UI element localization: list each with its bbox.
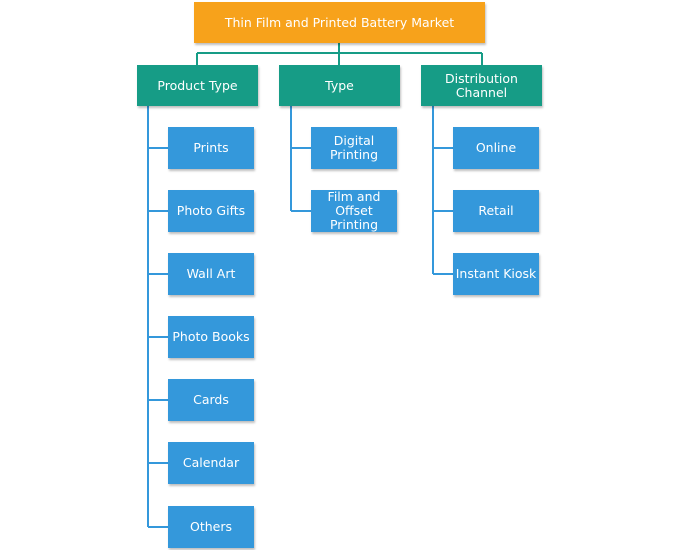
leaf-label: Digital Printing	[329, 133, 379, 162]
leaf-label: Retail	[478, 203, 514, 218]
leaf-label: Wall Art	[186, 266, 236, 281]
type-connector	[290, 106, 311, 212]
category-distribution-channel: Distribution Channel	[421, 65, 542, 106]
leaf-online: Online	[453, 127, 539, 169]
root-node: Thin Film and Printed Battery Market	[194, 2, 485, 43]
leaf-label: Photo Gifts	[176, 203, 246, 218]
leaf-label: Online	[475, 140, 517, 155]
leaf-label: Photo Books	[172, 329, 250, 344]
leaf-others: Others	[168, 506, 254, 548]
category-label: Product Type	[157, 77, 238, 93]
category-type: Type	[279, 65, 400, 106]
leaf-label: Calendar	[182, 455, 240, 470]
leaf-label: Cards	[193, 392, 229, 407]
leaf-instant-kiosk: Instant Kiosk	[453, 253, 539, 295]
leaf-film-offset-printing: Film and Offset Printing	[311, 190, 397, 232]
leaf-label: Others	[189, 519, 232, 534]
leaf-calendar: Calendar	[168, 442, 254, 484]
root-connector	[196, 43, 483, 65]
leaf-label: Film and Offset Printing	[327, 189, 381, 232]
category-label: Distribution Channel	[445, 70, 518, 100]
leaf-wall-art: Wall Art	[168, 253, 254, 295]
root-label: Thin Film and Printed Battery Market	[224, 14, 455, 30]
leaf-photo-books: Photo Books	[168, 316, 254, 358]
leaf-digital-printing: Digital Printing	[311, 127, 397, 169]
leaf-label: Prints	[193, 140, 229, 155]
category-product-type: Product Type	[137, 65, 258, 106]
product-type-connector	[147, 106, 168, 528]
leaf-photo-gifts: Photo Gifts	[168, 190, 254, 232]
distribution-connector	[432, 106, 453, 275]
category-label: Type	[325, 77, 354, 93]
leaf-label: Instant Kiosk	[455, 266, 537, 281]
leaf-retail: Retail	[453, 190, 539, 232]
leaf-cards: Cards	[168, 379, 254, 421]
leaf-prints: Prints	[168, 127, 254, 169]
